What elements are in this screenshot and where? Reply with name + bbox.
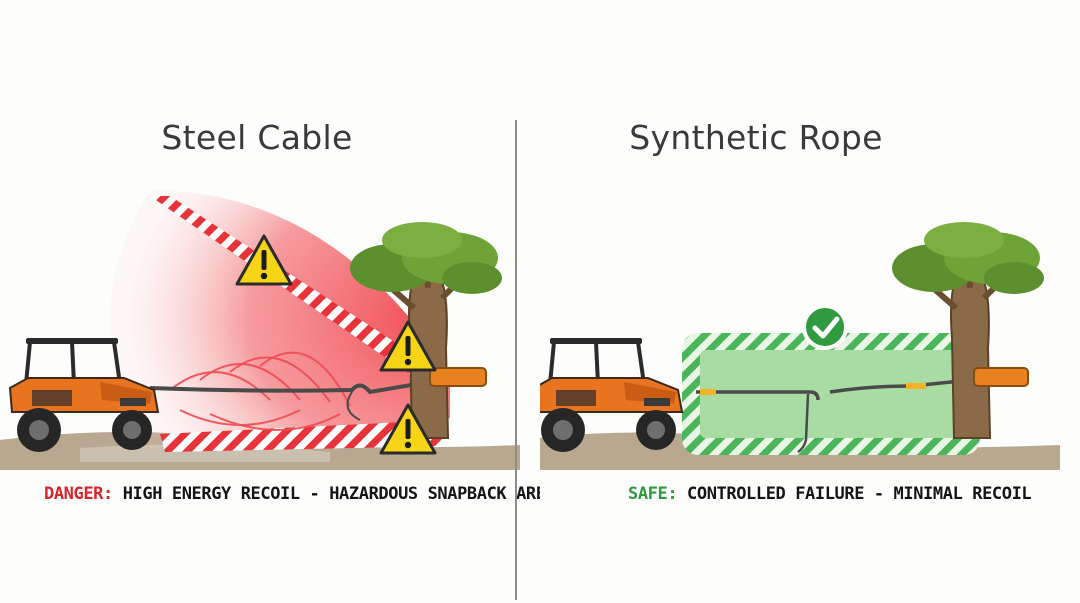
safe-zone	[700, 350, 962, 438]
tree-strap	[973, 367, 1029, 387]
snapback-zone	[110, 190, 450, 448]
steel-cable-scene	[0, 190, 520, 470]
rope-thimble-left	[700, 389, 716, 395]
safe-tag: SAFE:	[628, 484, 678, 504]
synthetic-rope-scene	[540, 0, 1060, 470]
danger-tag: DANGER:	[44, 484, 113, 504]
synthetic-rope-left	[696, 390, 820, 401]
rope-thimble-right	[906, 383, 926, 389]
tree-strap	[429, 367, 487, 387]
danger-caption-text: HIGH ENERGY RECOIL - HAZARDOUS SNAPBACK …	[112, 484, 540, 504]
safe-caption-text: CONTROLLED FAILURE - MINIMAL RECOIL	[677, 484, 1032, 504]
hatched-hazard-band-top	[150, 196, 450, 388]
steel-cable-panel: Steel Cable DANGER: HIGH ENERGY RECOIL -…	[0, 118, 540, 504]
panel-divider	[515, 120, 517, 600]
broken-cable-end	[346, 391, 361, 421]
steel-cable	[149, 378, 441, 395]
rope-dangling-end	[797, 393, 810, 454]
safe-caption: SAFE: CONTROLLED FAILURE - MINIMAL RECOI…	[628, 484, 1032, 504]
synthetic-rope-title: Synthetic Rope	[629, 118, 883, 157]
shockwave-lines	[169, 351, 351, 431]
danger-caption: DANGER: HIGH ENERGY RECOIL - HAZARDOUS S…	[44, 484, 540, 504]
hatched-hazard-band-bottom	[160, 420, 445, 452]
steel-cable-title: Steel Cable	[161, 118, 353, 157]
synthetic-rope-panel: Synthetic Rope SAFE: CONTROLLED FAILURE …	[540, 0, 1080, 603]
checkmark-icon	[802, 304, 848, 350]
